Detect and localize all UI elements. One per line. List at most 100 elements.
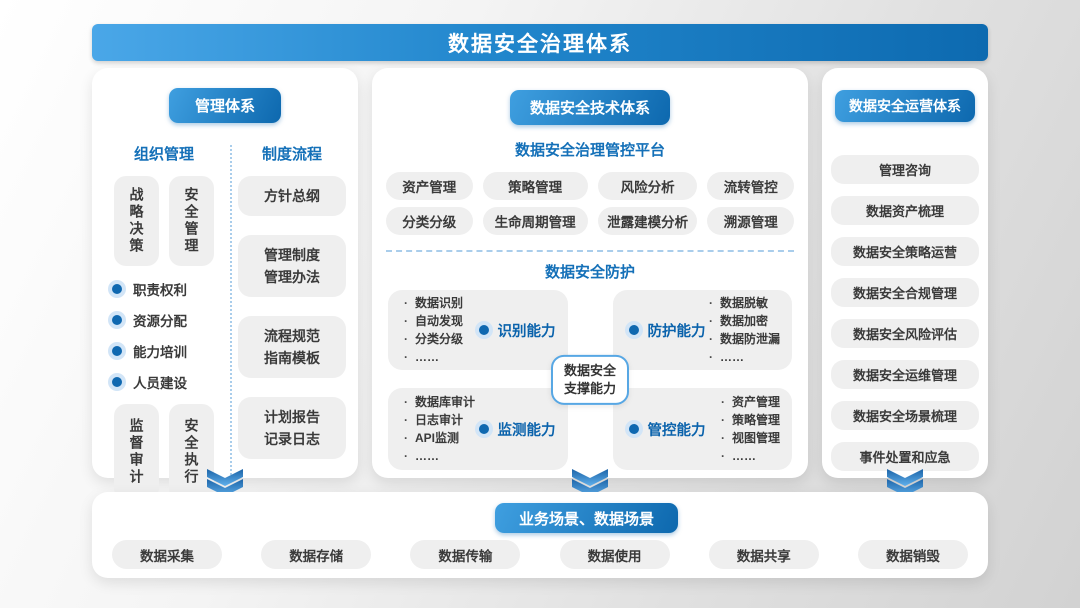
capability-item: ……: [404, 447, 475, 465]
bullet-dot-icon: [112, 284, 122, 294]
vertical-box: 战略决策: [114, 176, 159, 266]
capability-box-control: 管控能力 资产管理 策略管理 视图管理 ……: [612, 388, 792, 470]
vertical-box-label: 战略决策: [128, 187, 145, 255]
ops-item: 数据资产梳理: [831, 196, 979, 225]
platform-item: 生命周期管理: [482, 207, 588, 235]
management-header-pill: 管理体系: [168, 88, 281, 123]
capability-label: 监测能力: [497, 422, 556, 439]
capability-box-identify: 数据识别 自动发现 分类分级 …… 识别能力: [388, 290, 568, 370]
org-bullet-label: 人员建设: [133, 376, 187, 391]
capability-label: 管控能力: [647, 422, 706, 439]
process-item: 计划报告 记录日志: [238, 397, 346, 459]
org-bullet-label: 能力培训: [133, 345, 187, 360]
org-bottom-boxes: 监督审计 安全执行: [114, 404, 214, 500]
process-item: 流程规范 指南模板: [238, 316, 346, 378]
process-heading: 制度流程: [261, 146, 322, 163]
capability-box-monitor: 数据库审计 日志审计 API监测 …… 监测能力: [388, 388, 568, 470]
capability-item: ……: [721, 447, 780, 465]
capability-item: 自动发现: [404, 312, 463, 330]
capability-item: ……: [709, 348, 780, 366]
management-columns: 组织管理 战略决策 安全管理 职责权利 资源分配 能力培训 人员建设 监督审计 …: [92, 123, 358, 500]
management-panel: 管理体系 组织管理 战略决策 安全管理 职责权利 资源分配 能力培训 人员建设 …: [92, 68, 358, 500]
capability-item: 分类分级: [404, 330, 463, 348]
operations-header-pill: 数据安全运营体系: [835, 90, 975, 122]
org-management-heading: 组织管理: [133, 146, 194, 163]
platform-item: 溯源管理: [707, 207, 794, 235]
platform-heading: 数据安全治理管控平台: [514, 142, 665, 159]
main-title-banner: 数据安全治理体系: [92, 24, 988, 61]
ops-item: 数据安全合规管理: [831, 278, 979, 307]
platform-item: 策略管理: [482, 172, 588, 200]
platform-item: 资产管理: [386, 172, 473, 200]
platform-item: 分类分级: [386, 207, 473, 235]
bullet-dot-icon: [628, 424, 639, 434]
org-bullet-list: 职责权利 资源分配 能力培训 人员建设: [104, 279, 187, 392]
operations-panel: 数据安全运营体系 管理咨询 数据资产梳理 数据安全策略运营 数据安全合规管理 数…: [822, 68, 988, 478]
support-capability-node: 数据安全 支撑能力: [550, 354, 630, 406]
vertical-box-label: 安全执行: [183, 418, 200, 486]
ops-item: 数据安全策略运营: [831, 237, 979, 266]
org-top-boxes: 战略决策 安全管理: [114, 176, 214, 266]
capability-item: 数据识别: [404, 294, 463, 312]
process-item: 方针总纲: [238, 176, 346, 216]
ops-item: 事件处置和应急: [831, 442, 979, 471]
org-bullet-item: 人员建设: [112, 372, 187, 392]
org-bullet-item: 资源分配: [112, 310, 187, 330]
scenario-item: 数据传输: [410, 540, 521, 569]
scenarios-header-pill: 业务场景、数据场景: [495, 503, 679, 533]
bullet-dot-icon: [628, 325, 639, 335]
capability-item: ……: [404, 348, 463, 366]
scenario-item: 数据共享: [708, 540, 819, 569]
platform-grid: 资产管理 策略管理 风险分析 流转管控 分类分级 生命周期管理 泄露建模分析 溯…: [386, 172, 794, 235]
capability-label-group: 监测能力: [478, 419, 556, 440]
scenario-item: 数据销毁: [857, 540, 968, 569]
protection-quadrants: 数据识别 自动发现 分类分级 …… 识别能力 防护能力 数据脱敏 数据加密: [388, 290, 792, 470]
capability-item: 视图管理: [721, 429, 780, 447]
capability-item-list: 数据识别 自动发现 分类分级 ……: [404, 294, 463, 366]
scenario-item: 数据使用: [559, 540, 670, 569]
vertical-dashed-divider: [230, 145, 232, 475]
capability-item: 数据加密: [709, 312, 780, 330]
org-bullet-label: 职责权利: [133, 283, 187, 298]
vertical-box-label: 监督审计: [128, 418, 145, 486]
vertical-box: 安全执行: [169, 404, 214, 500]
org-bullet-item: 能力培训: [112, 341, 187, 361]
operations-list: 管理咨询 数据资产梳理 数据安全策略运营 数据安全合规管理 数据安全风险评估 数…: [822, 155, 988, 471]
process-column: 制度流程 方针总纲 管理制度 管理办法 流程规范 指南模板 计划报告 记录日志: [236, 133, 348, 500]
capability-item: 资产管理: [721, 393, 780, 411]
capability-item: API监测: [404, 429, 475, 447]
capability-item: 数据脱敏: [709, 294, 780, 312]
capability-label-group: 识别能力: [478, 320, 556, 341]
scenario-item: 数据采集: [112, 540, 222, 569]
technology-panel: 数据安全技术体系 数据安全治理管控平台 资产管理 策略管理 风险分析 流转管控 …: [372, 68, 808, 478]
capability-label: 识别能力: [497, 323, 556, 340]
bullet-dot-icon: [112, 346, 122, 356]
ops-item: 数据安全风险评估: [831, 319, 979, 348]
capability-label-group: 管控能力: [628, 419, 706, 440]
bullet-dot-icon: [478, 325, 489, 335]
capability-item: 数据库审计: [404, 393, 475, 411]
capability-item: 日志审计: [404, 411, 475, 429]
bullet-dot-icon: [112, 377, 122, 387]
platform-item: 流转管控: [707, 172, 794, 200]
scenario-item: 数据存储: [261, 540, 372, 569]
technology-header-pill: 数据安全技术体系: [509, 90, 670, 125]
process-item: 管理制度 管理办法: [238, 235, 346, 297]
process-list: 方针总纲 管理制度 管理办法 流程规范 指南模板 计划报告 记录日志: [238, 176, 346, 459]
ops-item: 管理咨询: [831, 155, 979, 184]
ops-item: 数据安全运维管理: [831, 360, 979, 389]
horizontal-dashed-divider: [386, 250, 794, 252]
bullet-dot-icon: [112, 315, 122, 325]
bullet-dot-icon: [478, 424, 489, 434]
scenarios-bar: 业务场景、数据场景 数据采集 数据存储 数据传输 数据使用 数据共享 数据销毁: [92, 492, 988, 578]
org-bullet-item: 职责权利: [112, 279, 187, 299]
vertical-box-label: 安全管理: [183, 187, 200, 255]
ops-item: 数据安全场景梳理: [831, 401, 979, 430]
org-bullet-label: 资源分配: [133, 314, 187, 329]
main-title: 数据安全治理体系: [448, 32, 632, 56]
capability-label-group: 防护能力: [628, 320, 706, 341]
vertical-box: 监督审计: [114, 404, 159, 500]
capability-item: 数据防泄漏: [709, 330, 780, 348]
capability-item-list: 数据库审计 日志审计 API监测 ……: [404, 393, 475, 465]
